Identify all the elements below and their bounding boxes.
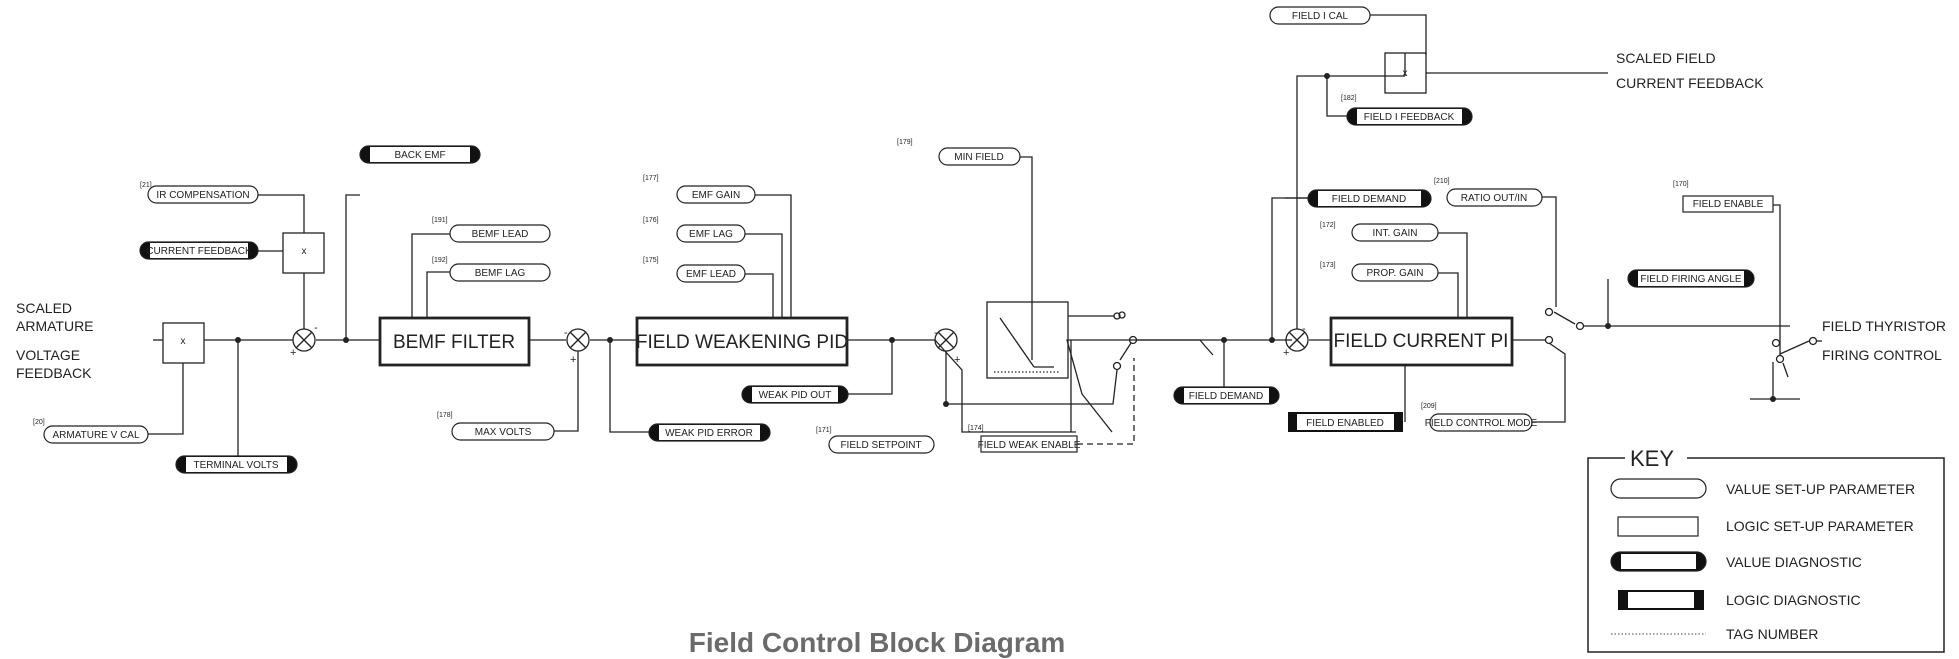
tag-prop-gain: [173]	[1320, 262, 1336, 269]
key-value-setup: VALUE SET-UP PARAMETER	[1726, 481, 1915, 497]
key-tag-number: TAG NUMBER	[1726, 626, 1818, 642]
svg-text:-: -	[934, 327, 938, 339]
svg-text:+: +	[1283, 347, 1289, 359]
key-logic-setup: LOGIC SET-UP PARAMETER	[1726, 518, 1914, 534]
tag-field-enable: [170]	[1673, 181, 1689, 188]
tag-field-control-mode: [209]	[1421, 403, 1437, 410]
key-logic-diagnostic: LOGIC DIAGNOSTIC	[1726, 592, 1861, 608]
param-back-emf: BACK EMF	[394, 150, 445, 161]
param-terminal-volts: TERMINAL VOLTS	[193, 460, 278, 471]
tag-field-setpoint: [171]	[816, 427, 832, 434]
param-min-field: MIN FIELD	[954, 152, 1003, 163]
param-weak-pid-out: WEAK PID OUT	[759, 390, 832, 401]
key-value-diagnostic: VALUE DIAGNOSTIC	[1726, 554, 1862, 570]
param-field-enabled: FIELD ENABLED	[1306, 418, 1384, 429]
tag-emf-gain: [177]	[643, 175, 659, 182]
input-armature-label: ARMATURE	[16, 318, 94, 334]
svg-text:+: +	[570, 354, 576, 366]
field-current-pi-block: FIELD CURRENT PI	[1334, 331, 1509, 352]
tag-bemf-lag: [192]	[432, 257, 448, 264]
tag-emf-lead: [175]	[643, 257, 659, 264]
param-emf-lag: EMF LAG	[689, 229, 733, 240]
svg-text:+: +	[290, 347, 296, 359]
param-field-i-feedback: FIELD I FEEDBACK	[1364, 112, 1455, 123]
param-field-enable: FIELD ENABLE	[1693, 199, 1764, 210]
output-firing-control-label: FIRING CONTROL	[1822, 347, 1942, 363]
param-weak-pid-error: WEAK PID ERROR	[665, 428, 753, 439]
param-prop-gain: PROP. GAIN	[1366, 268, 1423, 279]
tag-ratio-out-in: [210]	[1434, 178, 1450, 185]
input-voltage-label: VOLTAGE	[16, 347, 80, 363]
param-field-demand-out: FIELD DEMAND	[1189, 391, 1263, 402]
bemf-filter-block: BEMF FILTER	[393, 332, 515, 353]
param-field-setpoint: FIELD SETPOINT	[840, 440, 921, 451]
param-field-demand-diag: FIELD DEMAND	[1332, 194, 1406, 205]
input-feedback-label: FEEDBACK	[16, 365, 92, 381]
tag-bemf-lead: [191]	[432, 217, 448, 224]
svg-text:+: +	[954, 354, 960, 366]
multiplier-armature: x	[181, 336, 186, 347]
key-title: KEY	[1630, 446, 1674, 471]
param-emf-lead: EMF LEAD	[686, 269, 736, 280]
svg-text:-: -	[1302, 323, 1306, 335]
svg-text:-: -	[314, 322, 318, 334]
diagram-title: Field Control Block Diagram	[689, 627, 1066, 658]
output-current-feedback-label: CURRENT FEEDBACK	[1616, 75, 1764, 91]
tag-emf-lag: [176]	[643, 217, 659, 224]
param-field-firing-angle: FIELD FIRING ANGLE	[1640, 274, 1741, 285]
param-int-gain: INT. GAIN	[1372, 228, 1417, 239]
tag-max-volts: [178]	[437, 412, 453, 419]
param-ratio-out-in: RATIO OUT/IN	[1461, 193, 1527, 204]
param-current-feedback: CURRENT FEEDBACK	[146, 246, 252, 257]
tag-ir-compensation: [21]	[140, 182, 152, 189]
tag-field-weak-enable: [174]	[968, 425, 984, 432]
multiplier-field-i: x	[1403, 68, 1408, 79]
param-ir-compensation: IR COMPENSATION	[156, 190, 249, 201]
tag-field-i-feedback: [182]	[1341, 95, 1357, 102]
input-scaled-label: SCALED	[16, 300, 72, 316]
param-bemf-lead: BEMF LEAD	[472, 229, 529, 240]
multiplier-ir: x	[302, 246, 307, 257]
param-max-volts: MAX VOLTS	[475, 427, 532, 438]
tag-armature-v-cal: [20]	[33, 419, 45, 426]
field-weakening-pid-block: FIELD WEAKENING PID	[636, 332, 848, 353]
param-bemf-lag: BEMF LAG	[475, 268, 526, 279]
param-field-i-cal: FIELD I CAL	[1292, 11, 1349, 22]
output-scaled-field-label: SCALED FIELD	[1616, 50, 1716, 66]
key-legend: KEY VALUE SET-UP PARAMETER LOGIC SET-UP …	[1587, 446, 1945, 653]
param-emf-gain: EMF GAIN	[692, 190, 740, 201]
param-field-control-mode: FIELD CONTROL MODE	[1425, 418, 1538, 429]
svg-text:-: -	[564, 327, 568, 339]
tag-int-gain: [172]	[1320, 222, 1336, 229]
tag-min-field: [179]	[897, 139, 913, 146]
param-armature-v-cal: ARMATURE V CAL	[52, 430, 139, 441]
output-thyristor-label: FIELD THYRISTOR	[1822, 318, 1946, 334]
param-field-weak-enable: FIELD WEAK ENABLE	[978, 440, 1081, 451]
